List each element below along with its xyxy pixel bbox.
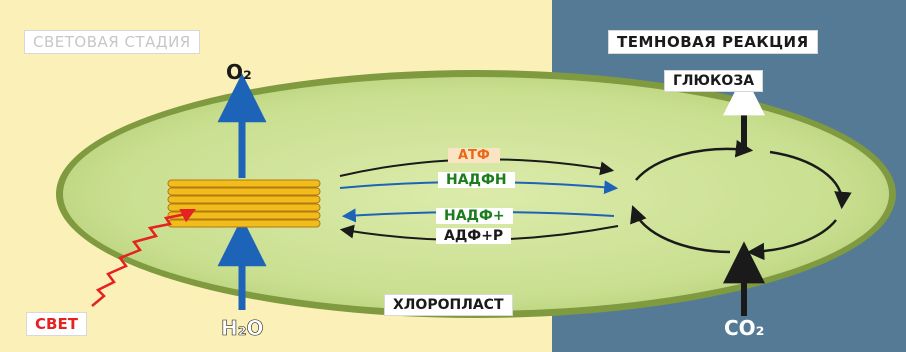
light-stage-title: СВЕТОВАЯ СТАДИЯ [24,30,200,54]
dark-stage-title: ТЕМНОВАЯ РЕАКЦИЯ [608,30,818,54]
nadph-label: НАДФН [438,172,515,188]
atp-label: АТФ [448,148,500,163]
light-label: СВЕТ [26,312,87,336]
co2-label: CO₂ [724,316,764,340]
chloroplast-label: ХЛОРОПЛАСТ [384,294,513,316]
oxygen-label: O₂ [226,60,252,84]
thylakoid-stack [168,180,320,227]
water-label: H₂O [221,316,264,340]
adp-p-label: АДФ+Р [436,228,511,244]
nadp-plus-label: НАДФ+ [436,208,513,224]
glucose-label: ГЛЮКОЗА [664,70,763,92]
